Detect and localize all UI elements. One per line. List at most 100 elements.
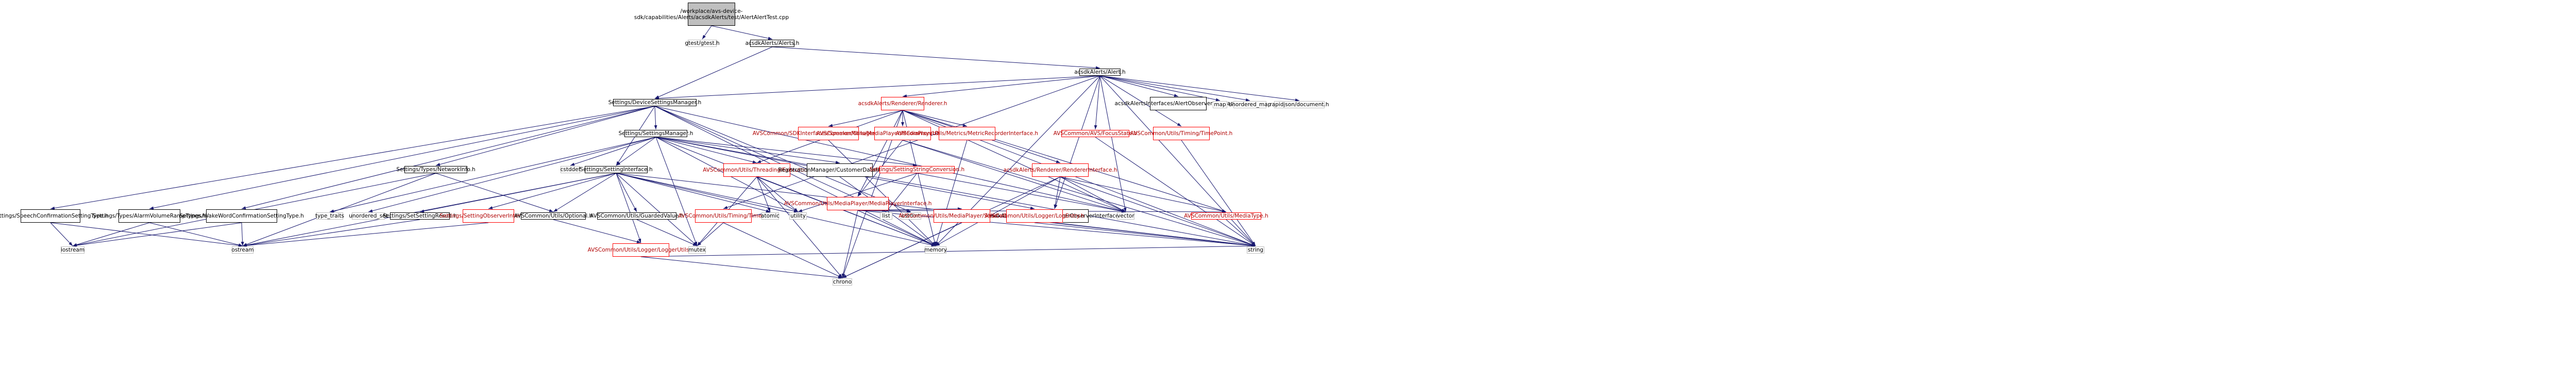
edge-mpobs-string bbox=[902, 140, 1256, 246]
node-logentry[interactable]: AVSCommon/Utils/Logger/LogEntry.h bbox=[985, 209, 1084, 223]
node-netinfo[interactable]: Settings/Types/NetworkInfo.h bbox=[396, 166, 476, 173]
node-regmgr[interactable]: RegistrationManager/CustomerDataHandler.… bbox=[778, 163, 902, 177]
edge-sdkiface-memory bbox=[828, 140, 936, 246]
node-settingobs[interactable]: Settings/SettingObserverInterface.h bbox=[439, 209, 537, 223]
edge-settingiface-loggerutils bbox=[616, 173, 641, 243]
edge-mpobs-vector bbox=[902, 140, 1126, 212]
edge-guarded-mutex bbox=[636, 219, 698, 246]
edge-alert_h-timepoint bbox=[1099, 75, 1182, 127]
node-unordered-map: unordered_map bbox=[1228, 101, 1272, 108]
edge-settingsmgr-unordered_set bbox=[368, 137, 656, 212]
edge-timer-mutex bbox=[697, 222, 724, 246]
node-setresult[interactable]: Settings/SetSettingResult.h bbox=[383, 212, 457, 220]
edge-alert_h-map bbox=[1099, 75, 1221, 102]
node-mediatype[interactable]: AVSCommon/Utils/MediaType.h bbox=[1184, 212, 1268, 220]
node-optional[interactable]: AVSCommon/Utils/Optional.h bbox=[514, 212, 593, 220]
edge-renderiface-vector bbox=[1060, 176, 1126, 212]
edge-threading-memory bbox=[756, 176, 936, 246]
edge-alert_h-renderer_h bbox=[902, 75, 1100, 98]
edge-alert_h-unordered_map bbox=[1099, 75, 1250, 102]
edge-sourceconfig-chrono bbox=[842, 222, 962, 278]
edge-devsettings-vector bbox=[654, 106, 1126, 213]
edge-devsettings-wakeword bbox=[241, 106, 655, 209]
node-threading[interactable]: AVSCommon/Utils/Threading/Executor.h bbox=[703, 163, 811, 177]
node-mutex: mutex bbox=[688, 246, 706, 254]
edge-renderer_h-metrics bbox=[902, 110, 968, 127]
node-metrics[interactable]: AVSCommon/Utils/Metrics/MetricRecorderIn… bbox=[896, 127, 1038, 140]
edge-mpiface-string bbox=[857, 210, 1256, 247]
node-devsettings[interactable]: Settings/DeviceSettingsManager.h bbox=[608, 99, 702, 106]
edge-alert_h-alertobs bbox=[1099, 75, 1179, 97]
edge-threading-chrono bbox=[756, 176, 843, 278]
edge-timepoint-string bbox=[1181, 140, 1256, 246]
edge-wakeword-iostream bbox=[72, 222, 242, 247]
node-map: map bbox=[1213, 101, 1227, 108]
edge-regmgr-memory bbox=[839, 176, 936, 246]
edge-settingsmgr-threading bbox=[655, 137, 757, 163]
node-settingsmgr[interactable]: Settings/SettingsManager.h bbox=[618, 130, 693, 137]
edge-settingsmgr-regmgr bbox=[655, 137, 840, 164]
edge-loggerutils-string bbox=[640, 244, 1256, 257]
edge-netinfo-ostream bbox=[242, 173, 436, 246]
node-utility: utility bbox=[789, 212, 807, 220]
node-mpiface[interactable]: AVSCommon/Utils/MediaPlayer/MediaPlayerI… bbox=[784, 197, 931, 210]
node-string: string bbox=[1247, 246, 1264, 254]
edge-mediatype-string bbox=[1226, 219, 1256, 246]
node-sourceconfig[interactable]: AVSCommon/Utils/MediaPlayer/SourceConfig… bbox=[899, 209, 1025, 223]
edge-settingiface-ostream bbox=[242, 173, 617, 247]
edge-settingiface-utility bbox=[616, 173, 799, 213]
edge-devsettings-settingsmgr bbox=[654, 106, 657, 130]
node-ostream: ostream bbox=[231, 246, 254, 254]
node-focusstate[interactable]: AVSCommon/AVS/FocusState.h bbox=[1053, 130, 1138, 137]
edge-renderer_h-vector bbox=[902, 110, 1126, 212]
node-speechconf[interactable]: Settings/SpeechConfirmationSettingType.h bbox=[0, 209, 108, 223]
node-wakeword[interactable]: Settings/WakeWordConfirmationSettingType… bbox=[179, 209, 304, 223]
edge-renderer_h-sdkiface bbox=[828, 110, 903, 127]
edge-settingiface-memory bbox=[616, 173, 936, 247]
edge-loggerutils-chrono bbox=[640, 256, 843, 279]
node-iostream: iostream bbox=[60, 246, 85, 254]
edge-alarmvol-ostream bbox=[149, 222, 243, 246]
edge-settingsmgr-string bbox=[655, 137, 1256, 247]
edge-settingiface-atomic bbox=[616, 173, 771, 212]
edge-root-gtest bbox=[702, 25, 712, 40]
edge-settingsmgr-mutex bbox=[655, 137, 698, 246]
node-cstdint: cstdint bbox=[901, 212, 921, 220]
node-root[interactable]: /workplace/avs-device-sdk/capabilities/A… bbox=[634, 3, 789, 26]
edge-metrics-memory bbox=[935, 140, 968, 246]
node-loggerutils[interactable]: AVSCommon/Utils/Logger/LoggerUtils.h bbox=[588, 243, 694, 257]
edge-speechconf-iostream bbox=[50, 222, 73, 246]
edge-mpiface-chrono bbox=[841, 210, 858, 278]
node-chrono: chrono bbox=[833, 278, 852, 286]
node-alerts-h[interactable]: acsdkAlerts/Alerts.h bbox=[745, 40, 800, 47]
edge-netinfo-optional bbox=[435, 173, 554, 212]
node-alert-h[interactable]: acsdkAlerts/Alert.h bbox=[1074, 69, 1126, 76]
node-renderer-h[interactable]: acsdkAlerts/Renderer/Renderer.h bbox=[858, 97, 947, 110]
node-rapidjson: rapidjson/document.h bbox=[1269, 101, 1329, 108]
edge-renderiface-renderobs bbox=[1054, 176, 1061, 209]
edge-renderobs-string bbox=[1054, 222, 1256, 247]
node-guarded[interactable]: AVSCommon/Utils/GuardedValue.h bbox=[590, 212, 684, 220]
node-unordered-set: unordered_set bbox=[349, 212, 388, 220]
edge-settingsmgr-cstddef bbox=[570, 137, 656, 166]
edge-settingiface-settingobs bbox=[488, 173, 617, 209]
edge-devsettings-netinfo bbox=[435, 106, 655, 166]
node-renderiface[interactable]: acsdkAlerts/Renderer/RendererInterface.h bbox=[1004, 163, 1117, 177]
edge-alert_h-timer bbox=[723, 75, 1100, 209]
edge-alert_h-renderobs bbox=[1054, 75, 1100, 209]
edge-settingsmgr-settingiface bbox=[616, 137, 656, 166]
node-alarmvol[interactable]: Settings/Types/AlarmVolumeRampTypes.h bbox=[93, 209, 206, 223]
node-settingiface[interactable]: Settings/SettingInterface.h bbox=[580, 166, 653, 173]
node-cstddef: cstddef bbox=[560, 166, 581, 173]
edge-wakeword-ostream bbox=[241, 222, 244, 246]
edge-devsettings-alarmvol bbox=[149, 106, 655, 210]
edge-threading-atomic bbox=[756, 176, 771, 212]
node-timer[interactable]: AVSCommon/Utils/Timing/Timer.h bbox=[678, 209, 769, 223]
edge-settingsmgr-type_traits bbox=[329, 137, 656, 213]
node-strconv[interactable]: Settings/SettingStringConversion.h bbox=[869, 166, 965, 173]
edge-alerts_h-alert_h bbox=[772, 46, 1100, 70]
node-timepoint[interactable]: AVSCommon/Utils/Timing/TimePoint.h bbox=[1130, 127, 1232, 140]
node-alertobs[interactable]: acsdkAlertsInterfaces/AlertObserverInter… bbox=[1114, 97, 1242, 110]
